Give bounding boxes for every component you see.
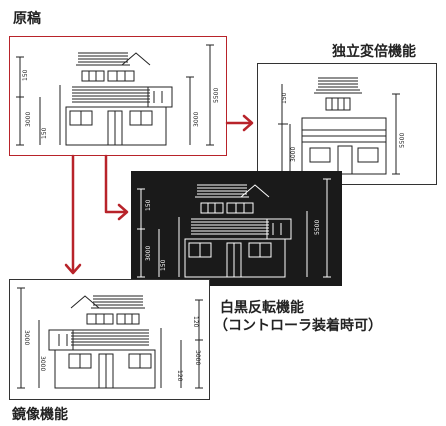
house-drawing-negative: 150 5500 3000 150 bbox=[137, 178, 331, 278]
roof-lines bbox=[314, 77, 362, 94]
house-drawing-original: 150 3000 150 5500 3000 bbox=[16, 44, 220, 146]
house-drawing-mirror: 120 3000 120 3000 3000 bbox=[17, 287, 203, 389]
dim-120-top: 120 bbox=[192, 316, 199, 328]
dim-150-neg: 150 bbox=[145, 199, 152, 211]
panel-negative: 150 5500 3000 150 bbox=[131, 171, 342, 286]
label-original: 原稿 bbox=[13, 11, 41, 27]
dim-150-bottom: 150 bbox=[41, 127, 48, 139]
label-independent-scaling: 独立変倍機能 bbox=[332, 44, 416, 60]
dim-5500-a: 5500 bbox=[399, 133, 406, 148]
dim-120-bottom: 120 bbox=[176, 370, 183, 382]
panel-independent-scaling: 150 5500 3000 bbox=[257, 63, 437, 185]
dim-5500-neg: 5500 bbox=[314, 220, 321, 235]
dim-3000-mirror-left: 3000 bbox=[23, 330, 30, 345]
panel-mirror: 120 3000 120 3000 3000 bbox=[9, 279, 210, 400]
house-drawing-stretched: 150 5500 3000 bbox=[278, 77, 406, 175]
label-mirror: 鏡像機能 bbox=[12, 407, 68, 423]
panel-original: 150 3000 150 5500 3000 bbox=[9, 36, 227, 156]
dim-150-neg-bottom: 150 bbox=[160, 259, 167, 271]
label-negative-line1: 白黒反転機能 bbox=[220, 300, 304, 316]
arrow-to-mirror bbox=[64, 154, 82, 275]
dim-3000-neg: 3000 bbox=[145, 246, 152, 261]
arrow-to-negative bbox=[104, 154, 129, 221]
dim-5500: 5500 bbox=[213, 88, 220, 103]
dim-3000-mirror-right: 3000 bbox=[194, 350, 201, 365]
dim-150-top: 150 bbox=[22, 69, 29, 81]
arrow-to-independent-scaling bbox=[225, 114, 254, 132]
dim-3000-right: 3000 bbox=[193, 112, 200, 127]
dim-150-a: 150 bbox=[281, 92, 288, 104]
dim-3000-mirror-left2: 3000 bbox=[39, 356, 46, 371]
label-negative-line2: （コントローラ装着時可） bbox=[214, 318, 382, 334]
dim-3000-a: 3000 bbox=[290, 147, 297, 162]
dim-3000-left: 3000 bbox=[25, 112, 32, 127]
